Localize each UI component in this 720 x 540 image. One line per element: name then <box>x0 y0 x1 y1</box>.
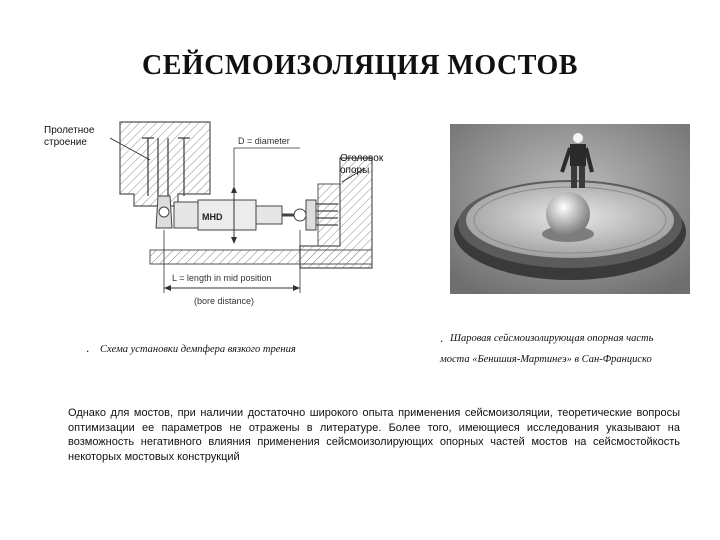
diameter-label: D = diameter <box>238 136 290 146</box>
mhd-label: MHD <box>202 212 223 222</box>
superstructure-label: Пролетное строение <box>44 125 95 148</box>
caption-right-line2: моста «Бенишия-Мартинеэ» в Сан-Франциско <box>440 354 652 365</box>
caption-right-line1: Шаровая сейсмоизолирующая опорная часть <box>450 333 654 344</box>
pier-head-label: Оголовок опоры <box>340 153 384 176</box>
bearing-photo <box>450 124 690 294</box>
damper-diagram: D = diameter MHD L = length in mid posit… <box>110 121 373 306</box>
length-label: L = length in mid position <box>172 273 271 283</box>
page-title: СЕЙСМОИЗОЛЯЦИЯ МОСТОВ <box>142 50 578 81</box>
caption-left: Схема установки демпфера вязкого трения <box>100 344 296 355</box>
body-paragraph: Однако для мостов, при наличии достаточн… <box>68 407 680 463</box>
bullet: . <box>440 331 444 345</box>
bore-label: (bore distance) <box>194 296 254 306</box>
bullet: . <box>86 341 90 355</box>
